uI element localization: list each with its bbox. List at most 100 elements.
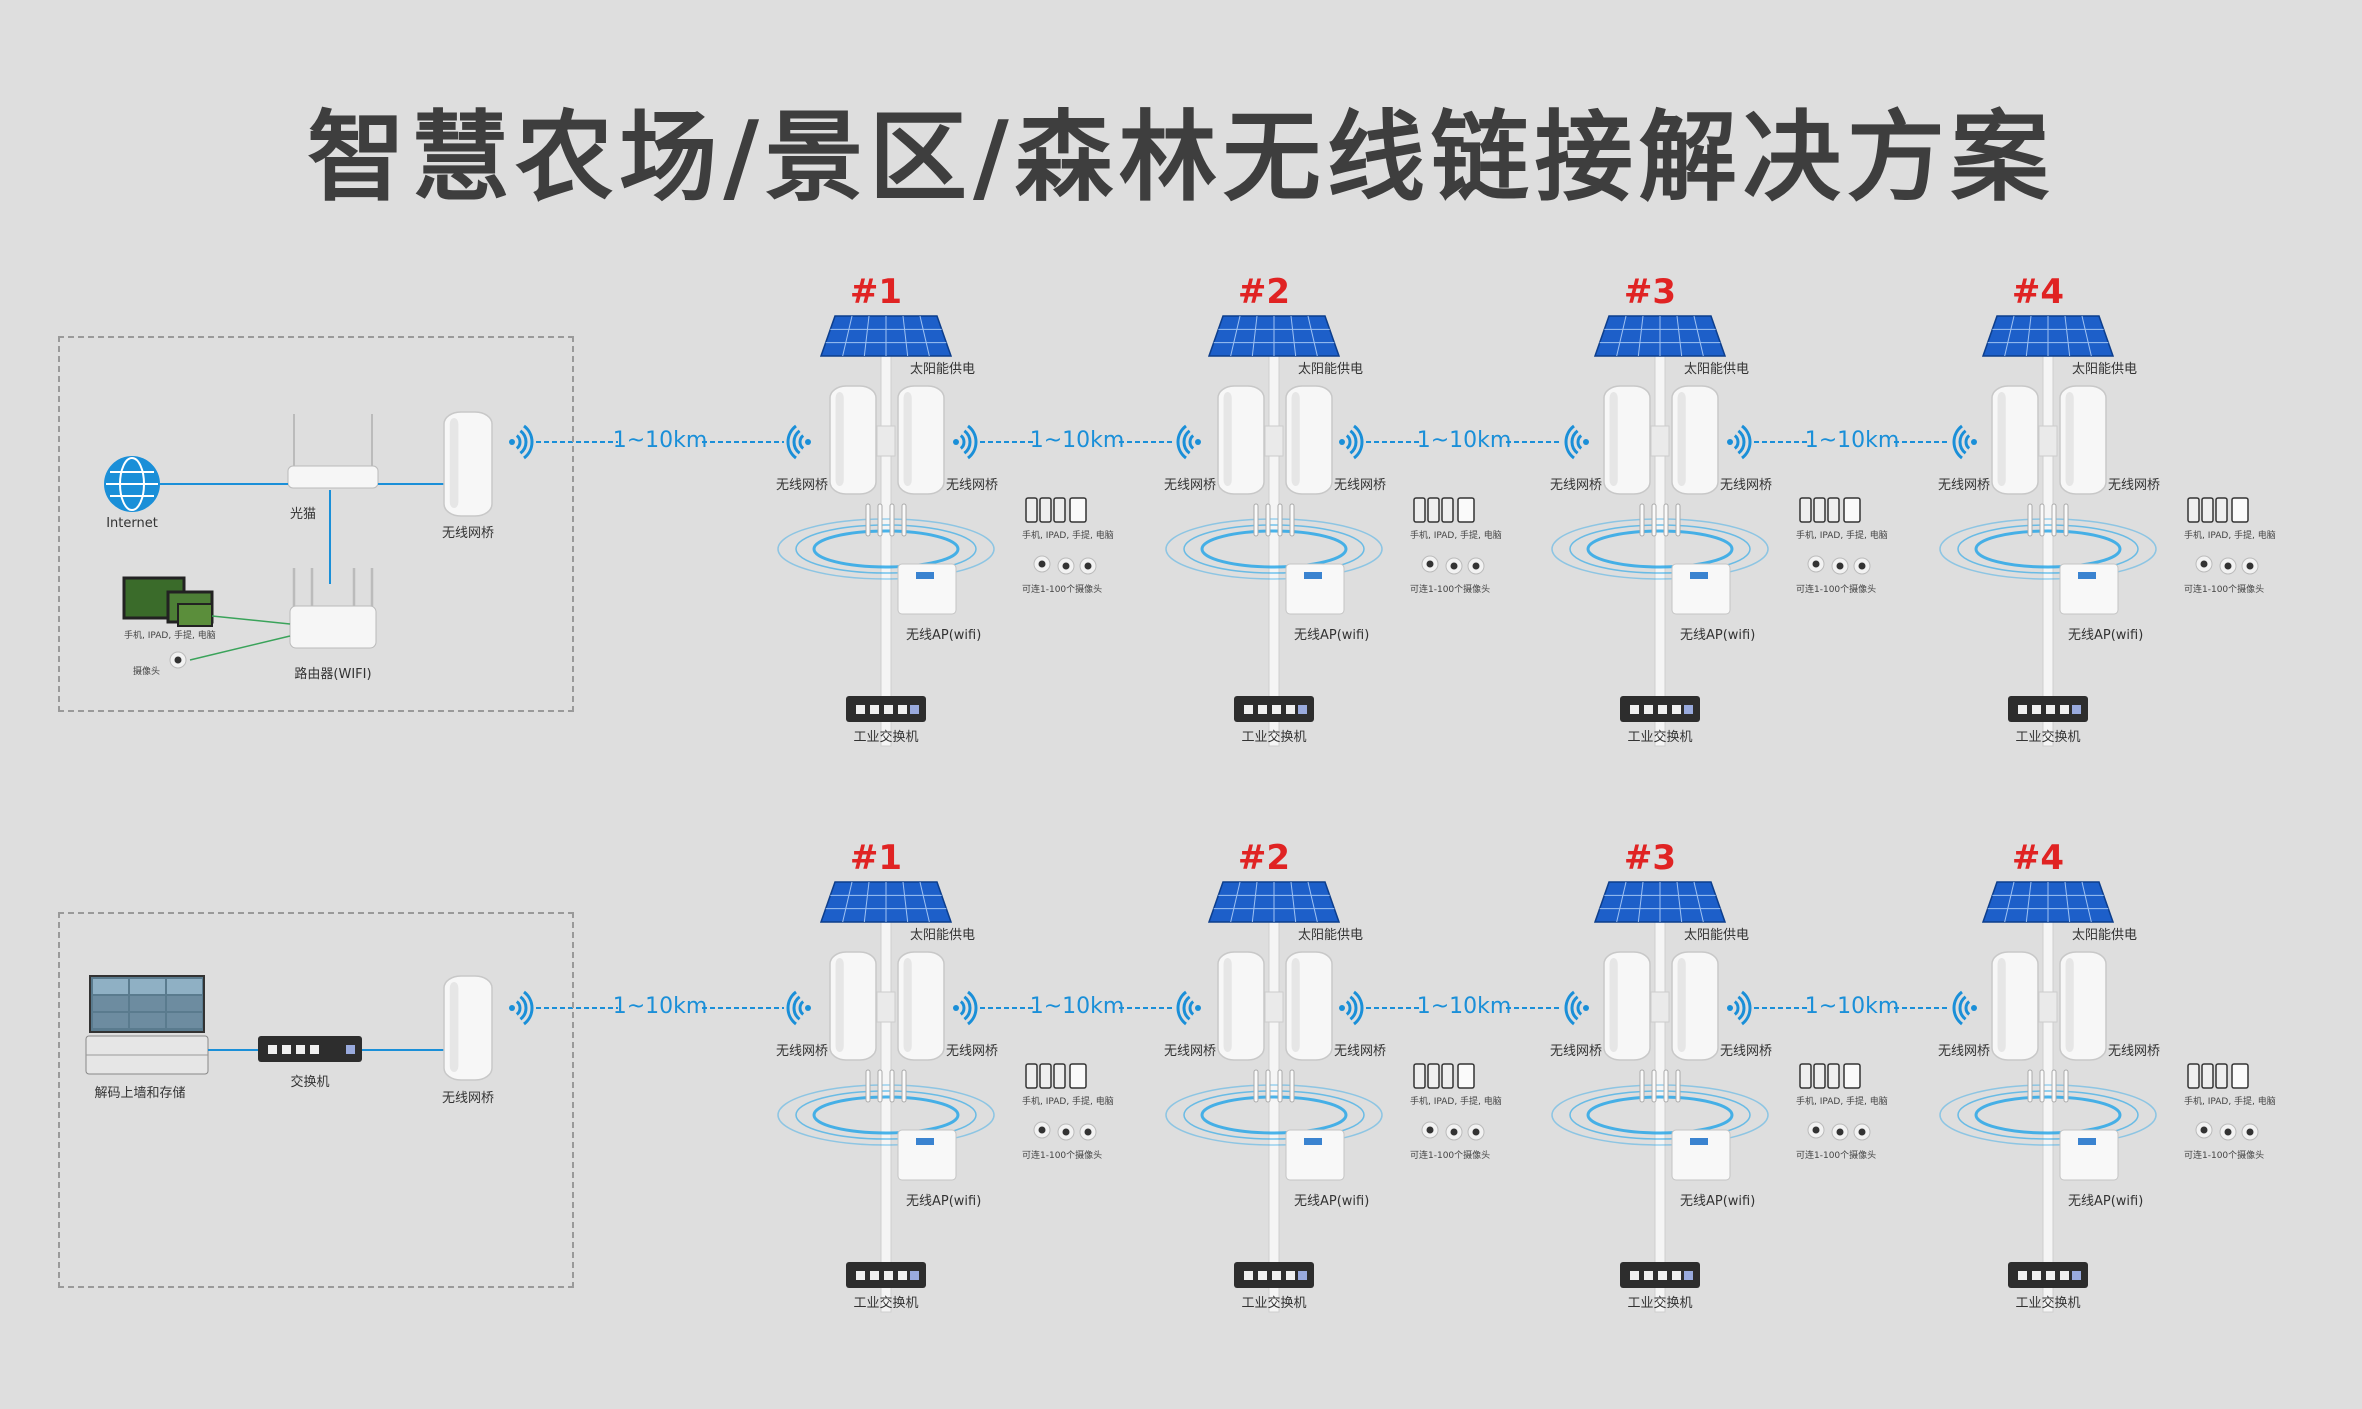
bridge-icon — [897, 385, 945, 495]
solar-label: 太阳能供电 — [1298, 362, 1364, 377]
switch-label: 工业交换机 — [1241, 1296, 1307, 1311]
solar-label: 太阳能供电 — [2072, 362, 2138, 377]
cameras-label: 可连1-100个摄像头 — [1410, 585, 1491, 595]
cameras-label: 可连1-100个摄像头 — [1022, 1151, 1103, 1161]
bridge-icon — [1991, 385, 2039, 495]
camera-icon — [1853, 1123, 1871, 1141]
devices-label: 手机, IPAD, 手提, 电脑 — [1796, 531, 1888, 541]
access-point-icon — [2027, 503, 2119, 615]
access-point-icon — [1639, 503, 1731, 615]
bridge-label: 无线网桥 — [1164, 478, 1217, 493]
wifi-signal-icon — [509, 424, 534, 460]
distance-label: 1~10km — [612, 994, 708, 1019]
solar-panel-icon — [1207, 881, 1341, 923]
cameras-label: 可连1-100个摄像头 — [1410, 1151, 1491, 1161]
switch-label: 工业交换机 — [853, 730, 919, 745]
devices-icon — [1025, 497, 1087, 523]
solar-panel-icon — [1981, 881, 2115, 923]
switch-icon — [258, 1036, 362, 1062]
bridge-label: 无线网桥 — [946, 1044, 999, 1059]
wifi-signal-icon — [1727, 424, 1752, 460]
bridge-icon — [1671, 385, 1719, 495]
ap-label: 无线AP(wifi) — [1294, 1194, 1370, 1209]
switch-icon — [846, 1262, 926, 1288]
pole — [880, 345, 892, 747]
ap-label: 无线AP(wifi) — [906, 1194, 982, 1209]
wifi-signal-icon — [786, 990, 811, 1026]
solar-panel-icon — [819, 881, 953, 923]
cameras-label: 可连1-100个摄像头 — [1022, 585, 1103, 595]
camera-icon — [1033, 555, 1051, 573]
camera-icon — [2195, 1121, 2213, 1139]
pole-clamp — [2038, 425, 2058, 457]
camera-icon — [1421, 1121, 1439, 1139]
camera-icon — [1079, 557, 1097, 575]
distance-label: 1~10km — [1029, 428, 1125, 453]
solar-panel-icon — [819, 315, 953, 357]
wifi-signal-icon — [953, 424, 978, 460]
camera-icon — [2195, 555, 2213, 573]
ap-coverage-rings — [1939, 518, 2157, 580]
devices-icon — [2187, 1063, 2249, 1089]
bridge-label: 无线网桥 — [1550, 478, 1603, 493]
bridge-label: 无线网桥 — [2108, 478, 2161, 493]
bridge-icon — [1603, 385, 1651, 495]
bridge-label: 无线网桥 — [1938, 478, 1991, 493]
devices-icon — [2187, 497, 2249, 523]
access-point-icon — [865, 503, 957, 615]
access-point-icon — [865, 1069, 957, 1181]
switch-label: 工业交换机 — [2015, 1296, 2081, 1311]
camera-icon — [1421, 555, 1439, 573]
camera-icon — [1831, 1123, 1849, 1141]
devices-icon — [1413, 1063, 1475, 1089]
pole — [1268, 345, 1280, 747]
switch-label: 工业交换机 — [2015, 730, 2081, 745]
switch-label: 交换机 — [290, 1075, 330, 1090]
bridge-label: 无线网桥 — [2108, 1044, 2161, 1059]
nvr-label: 解码上墙和存储 — [94, 1086, 186, 1101]
switch-icon — [1620, 696, 1700, 722]
ap-coverage-rings — [1551, 518, 1769, 580]
pole — [1654, 911, 1666, 1313]
switch-label: 工业交换机 — [1627, 1296, 1693, 1311]
solar-label: 太阳能供电 — [1684, 928, 1750, 943]
ap-label: 无线AP(wifi) — [2068, 628, 2144, 643]
pole-clamp — [1264, 991, 1284, 1023]
camera-icon — [1807, 1121, 1825, 1139]
camera-icon — [1853, 557, 1871, 575]
wifi-signal-icon — [786, 424, 811, 460]
distance-label: 1~10km — [1804, 994, 1900, 1019]
bridge-label: 无线网桥 — [441, 1091, 495, 1106]
camera-icon — [1467, 1123, 1485, 1141]
devices-icon — [1799, 497, 1861, 523]
wifi-signal-icon — [1952, 990, 1977, 1026]
camera-icon — [1445, 557, 1463, 575]
ap-label: 无线AP(wifi) — [906, 628, 982, 643]
camera-icon — [1033, 1121, 1051, 1139]
access-point-icon — [1253, 1069, 1345, 1181]
bridge-icon — [1285, 951, 1333, 1061]
switch-icon — [1234, 696, 1314, 722]
camera-icon — [2241, 1123, 2259, 1141]
camera-icon — [1079, 1123, 1097, 1141]
camera-icon — [1445, 1123, 1463, 1141]
devices-icon — [1799, 1063, 1861, 1089]
wifi-signal-icon — [1176, 424, 1201, 460]
bridge-label: 无线网桥 — [1334, 478, 1387, 493]
bridge-label: 无线网桥 — [776, 478, 829, 493]
switch-label: 工业交换机 — [853, 1296, 919, 1311]
wifi-signal-icon — [1564, 990, 1589, 1026]
ap-label: 无线AP(wifi) — [1294, 628, 1370, 643]
pole — [1268, 911, 1280, 1313]
devices-label: 手机, IPAD, 手提, 电脑 — [2184, 531, 2276, 541]
link-line — [211, 615, 291, 625]
switch-icon — [2008, 696, 2088, 722]
bridge-icon — [2059, 385, 2107, 495]
pole-clamp — [876, 425, 896, 457]
bridge-label: 无线网桥 — [1164, 1044, 1217, 1059]
station-number: #1 — [849, 838, 903, 878]
station-number: #4 — [2011, 272, 2065, 312]
modem-icon — [287, 414, 379, 489]
solar-label: 太阳能供电 — [910, 362, 976, 377]
